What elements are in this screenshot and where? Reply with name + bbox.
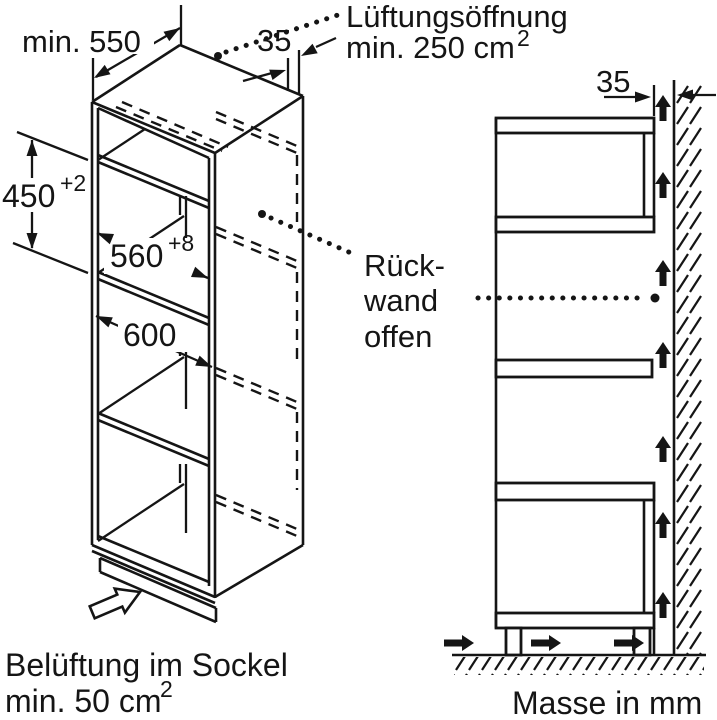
cabinet-outline <box>90 43 305 605</box>
side-section-view <box>444 80 716 675</box>
dim-top-gap-label: 35 <box>257 23 291 58</box>
isometric-cabinet-view <box>12 5 354 624</box>
dimension-top-gap-35 <box>242 36 337 94</box>
dimension-rear-gap-35 <box>604 85 716 116</box>
cabinet-shelves <box>97 153 210 584</box>
base-vent-label-line2: min. 50 cm <box>5 683 161 719</box>
airflow-inlet-arrows <box>444 635 644 651</box>
dim-inner-width-label: 560 <box>110 238 163 274</box>
dim-inner-width-tolerance: +8 <box>168 230 194 256</box>
dim-outer-width-label: 600 <box>123 317 176 353</box>
side-view-cabinet <box>494 116 656 657</box>
dim-niche-height-tolerance: +2 <box>60 170 86 196</box>
dim-depth-label: min. 550 <box>22 24 141 59</box>
dimension-niche-height-450 <box>12 130 89 275</box>
dim-niche-height-label: 450 <box>2 178 55 214</box>
wall-hatching <box>672 80 702 655</box>
vent-opening-leader <box>214 10 347 60</box>
cabinet-plinth <box>98 556 218 624</box>
base-vent-label-line1: Belüftung im Sockel <box>5 647 288 683</box>
rear-wall-open-label-line3: offen <box>364 319 432 354</box>
units-note: Masse in mm <box>512 685 702 720</box>
rear-wall-open-label-line2: wand <box>363 283 438 318</box>
airflow-up-arrows <box>655 95 671 618</box>
floor-hatching <box>452 653 706 675</box>
rear-wall-leader-left <box>258 210 354 256</box>
rear-wall-open-label-line1: Rück- <box>364 248 445 283</box>
base-vent-label-sup: 2 <box>160 676 173 702</box>
vent-opening-label-line1: Lüftungsöffnung <box>346 0 568 34</box>
open-back-dashed-edges <box>115 100 299 538</box>
rear-wall-leader-right <box>475 293 660 303</box>
base-airflow-block-arrow <box>88 587 143 621</box>
vent-opening-label-sup: 2 <box>517 25 530 51</box>
vent-opening-label-line2: min. 250 cm <box>346 30 515 65</box>
dim-rear-gap-label: 35 <box>596 64 630 99</box>
